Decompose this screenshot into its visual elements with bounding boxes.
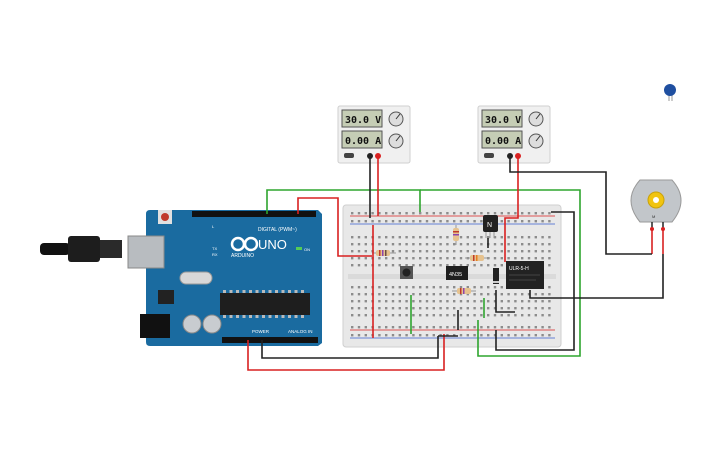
atmega-chip (220, 293, 310, 315)
transistor-label: N (487, 222, 492, 229)
wire-green-1[interactable] (266, 189, 421, 214)
digital-header (192, 211, 316, 217)
arduino-logo (230, 236, 259, 252)
resistor-4[interactable] (452, 288, 476, 294)
power-analog-header (222, 337, 318, 343)
wire-black-2[interactable] (509, 156, 652, 255)
capacitor-2 (202, 314, 222, 334)
usb-cable (40, 243, 70, 255)
push-button[interactable] (400, 266, 413, 279)
power-jack (140, 314, 170, 338)
crystal (179, 271, 213, 285)
analog-in-label: ANALOG IN (288, 329, 313, 334)
psu2-voltage-display (481, 109, 523, 128)
wire-red-1[interactable] (297, 197, 372, 257)
voltage-regulator (158, 290, 174, 304)
psu1-current-display (341, 130, 383, 149)
wire-black-3[interactable] (529, 254, 664, 299)
power-supply-2[interactable]: 30.0 V 0.00 A (477, 105, 551, 164)
atmega-chip-pins (223, 290, 304, 318)
capacitor-1 (182, 314, 202, 334)
breadboard-holes (351, 212, 551, 337)
tx-led-label: TX (212, 246, 217, 251)
wire-red-4[interactable] (247, 334, 445, 371)
resistor-3[interactable] (465, 255, 490, 261)
psu1-power-switch[interactable] (344, 153, 354, 158)
wire-black-6[interactable] (495, 211, 575, 351)
on-led-label: ON (304, 247, 310, 252)
optocoupler-label: 4N35 (449, 272, 462, 278)
on-led (296, 247, 302, 250)
usb-socket (127, 235, 165, 269)
dc-motor-label: M (652, 214, 655, 219)
arduino-brand-label: ARDUINO (231, 253, 254, 259)
rx-led-label: RX (212, 252, 218, 257)
psu2-power-switch[interactable] (484, 153, 494, 158)
psu2-voltage: 30.0 V (485, 115, 521, 126)
power-supply-1[interactable]: 30.0 V 0.00 A (337, 105, 411, 164)
psu1-voltage: 30.0 V (345, 115, 381, 126)
usb-plug (68, 236, 100, 262)
push-button-cap[interactable] (402, 268, 411, 277)
resistor-1[interactable] (372, 250, 396, 256)
dc-motor[interactable]: M (630, 179, 682, 231)
wire-green-2[interactable] (420, 189, 581, 357)
relay-label: ULR-5-H (509, 266, 529, 272)
relay[interactable]: ULR-5-H (506, 261, 544, 289)
diode[interactable] (493, 268, 499, 284)
ceramic-capacitor-body (664, 84, 676, 96)
digital-pwm-label: DIGITAL (PWM~) (258, 227, 297, 233)
power-label: POWER (252, 329, 270, 334)
l-led-label: L (212, 224, 215, 229)
ceramic-capacitor[interactable] (664, 84, 676, 101)
usb-plug-neck (100, 240, 122, 258)
psu1-current: 0.00 A (345, 136, 381, 147)
optocoupler[interactable]: 4N35 (446, 266, 468, 280)
arduino-uno-board[interactable]: UNO ARDUINO DIGITAL (PWM~) POWER ANALOG … (40, 210, 322, 346)
psu1-voltage-display (341, 109, 383, 128)
reset-button-cap (161, 213, 169, 221)
wires (247, 156, 664, 371)
transistor[interactable]: N (483, 215, 498, 238)
wire-black-4[interactable] (261, 336, 439, 359)
psu2-current: 0.00 A (485, 136, 521, 147)
wire-black-8[interactable] (495, 290, 515, 313)
psu2-current-display (481, 130, 523, 149)
resistor-2[interactable] (453, 225, 459, 245)
arduino-model-label: UNO (258, 237, 287, 252)
wire-red-3[interactable] (504, 156, 519, 262)
